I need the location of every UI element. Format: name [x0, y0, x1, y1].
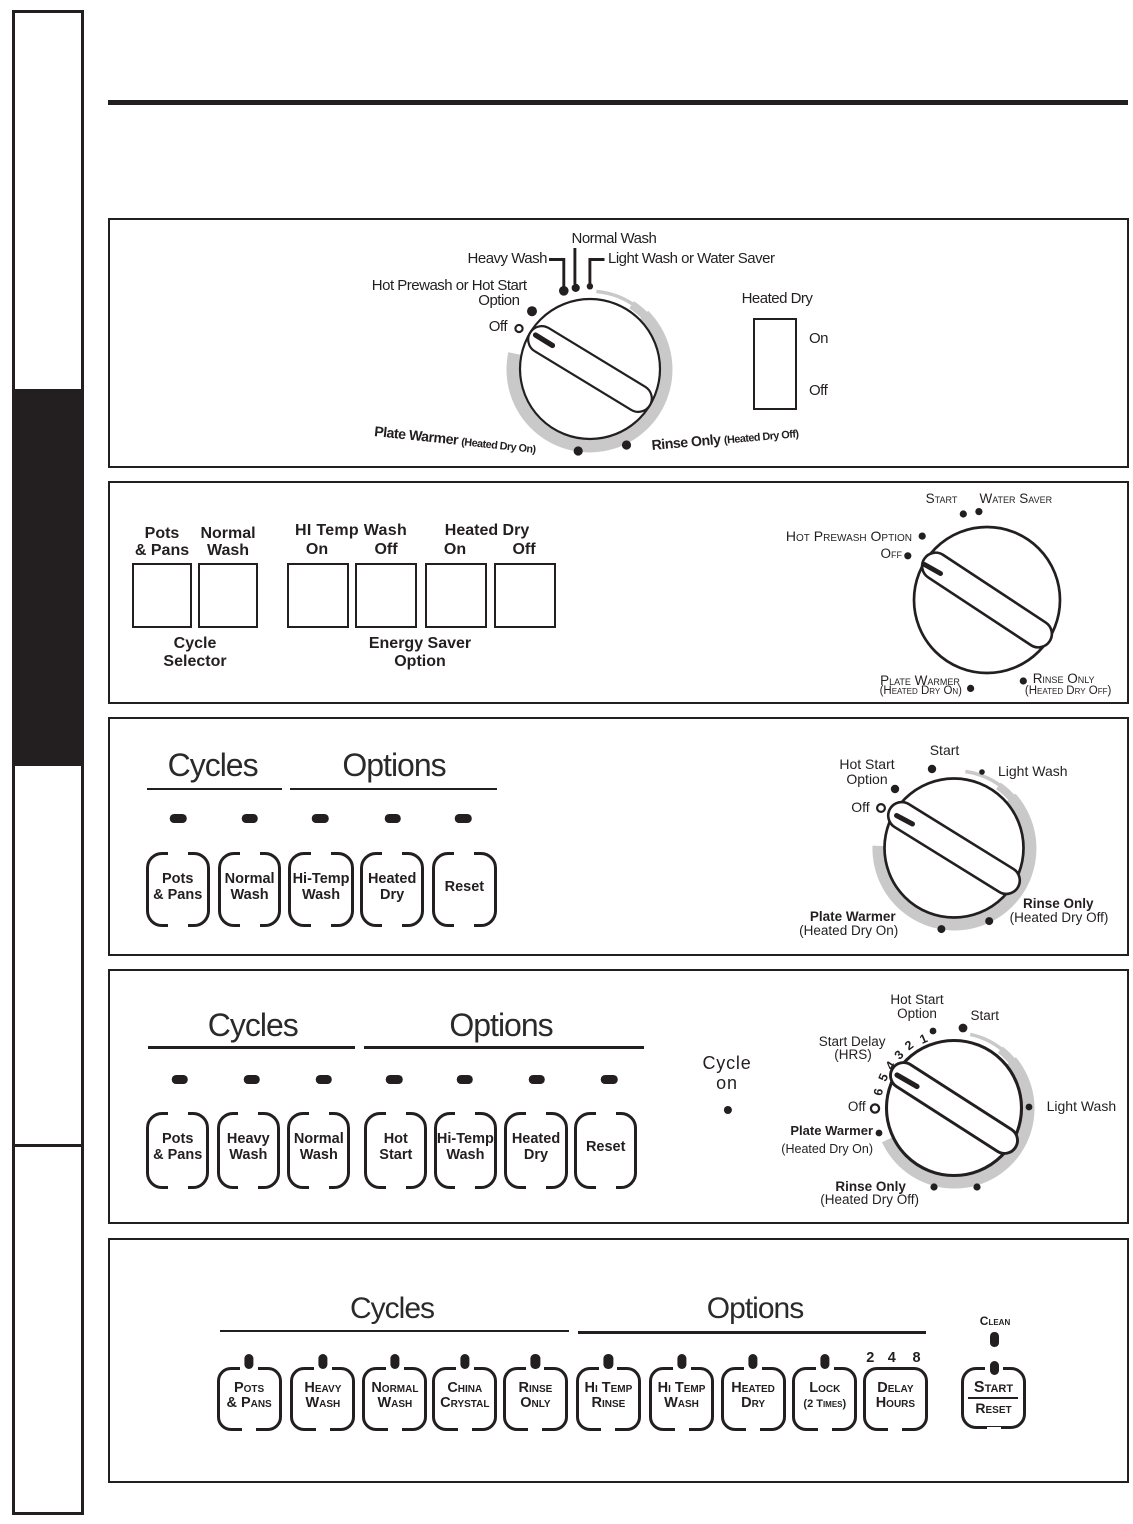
svg-text:5: 5	[876, 1071, 892, 1083]
svg-text:6: 6	[871, 1087, 886, 1097]
svg-text:1: 1	[918, 1031, 930, 1047]
svg-text:2: 2	[902, 1038, 916, 1053]
